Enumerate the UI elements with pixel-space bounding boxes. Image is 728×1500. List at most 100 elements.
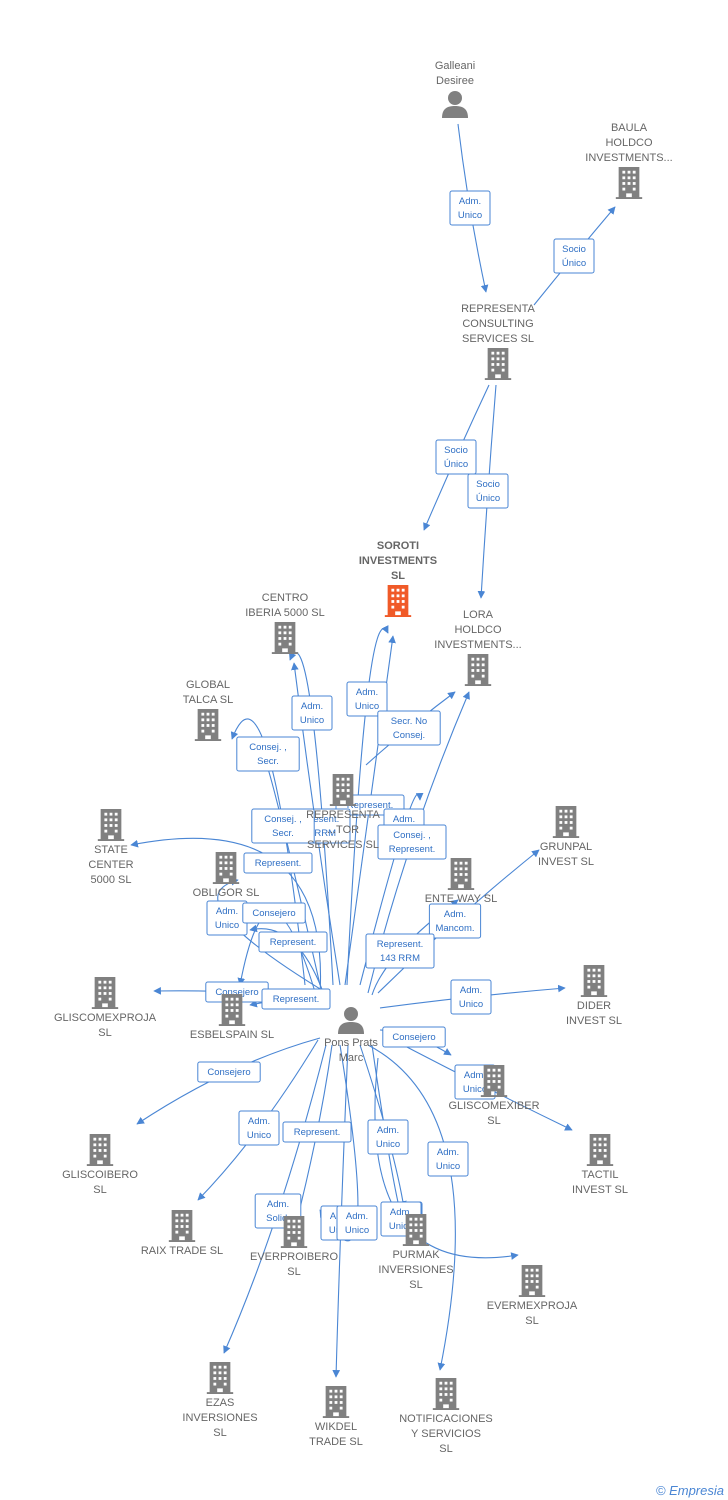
edge-label-text: Adm. bbox=[437, 1147, 459, 1158]
edge-label-adm-unico[interactable]: Adm.Unico bbox=[336, 1205, 378, 1241]
node-baula[interactable]: BAULAHOLDCOINVESTMENTS... bbox=[585, 122, 673, 199]
node-label: LORA bbox=[463, 609, 494, 621]
edge-label-text: Represent. bbox=[294, 1127, 340, 1138]
node-lora[interactable]: LORAHOLDCOINVESTMENTS... bbox=[434, 609, 522, 686]
node-enteway[interactable]: ENTE WAY SL bbox=[425, 858, 498, 905]
node-label: SL bbox=[213, 1427, 226, 1439]
edge-label-text: Secr. bbox=[272, 828, 294, 839]
node-label: INVERSIONES bbox=[378, 1264, 453, 1276]
edge-label-consej-represent[interactable]: Consej. ,Represent. bbox=[377, 824, 447, 860]
edge-label-box bbox=[282, 1121, 352, 1143]
edge-label-adm-unico[interactable]: Adm.Unico bbox=[427, 1141, 469, 1177]
edge-label-consej-secr[interactable]: Consej. ,Secr. bbox=[236, 736, 300, 772]
copyright-icon: © bbox=[655, 1483, 666, 1498]
edge-label-adm-unico[interactable]: Adm.Unico bbox=[450, 979, 492, 1015]
edge-label-text: Secr. bbox=[257, 756, 279, 767]
node-label: SL bbox=[525, 1315, 538, 1327]
node-obligor[interactable]: OBLIGOR SL bbox=[193, 852, 260, 899]
edge-label-box bbox=[336, 1205, 378, 1241]
edge-label-adm-unico[interactable]: Adm.Unico bbox=[238, 1110, 280, 1146]
edge-label-text: 143 RRM bbox=[296, 828, 336, 839]
building-icon bbox=[194, 709, 222, 741]
building-icon bbox=[271, 622, 299, 654]
edge-label-represent-143-rrm[interactable]: Represent.143 RRM bbox=[365, 933, 435, 969]
edge-label-represent[interactable]: Represent. bbox=[282, 1121, 352, 1143]
edge-label-box bbox=[258, 931, 328, 953]
node-label: TALCA SL bbox=[183, 694, 234, 706]
edge-label-text: Represent. bbox=[347, 800, 393, 811]
edge-label-box bbox=[367, 1119, 409, 1155]
edge-label-adm-unico[interactable]: Adm.Unico bbox=[449, 190, 491, 226]
building-icon bbox=[97, 809, 125, 841]
node-label: DIDER bbox=[577, 1000, 611, 1012]
node-label: PURMAK bbox=[392, 1249, 440, 1261]
edge-label-box bbox=[382, 1026, 446, 1048]
edge-label-box bbox=[467, 473, 509, 509]
edge-label-consejero[interactable]: Consejero bbox=[242, 902, 306, 924]
node-label: SL bbox=[439, 1443, 452, 1455]
edge-label-text: Mancom. bbox=[435, 923, 474, 934]
edge-label-consejero[interactable]: Consejero bbox=[382, 1026, 446, 1048]
edge-label-text: Unico bbox=[300, 715, 324, 726]
node-label: CENTRO bbox=[262, 592, 309, 604]
footer-brand[interactable]: © Empresia bbox=[656, 1483, 724, 1498]
nodes-layer: GalleaniDesireeBAULAHOLDCOINVESTMENTS...… bbox=[54, 60, 673, 1455]
edge-label-text: Secr. No bbox=[391, 716, 427, 727]
node-raix[interactable]: RAIX TRADE SL bbox=[141, 1210, 223, 1257]
edge-label-adm-unico[interactable]: Adm.Unico bbox=[346, 681, 388, 717]
edge-label-text: Adm. bbox=[267, 1199, 289, 1210]
node-label: RAIX TRADE SL bbox=[141, 1245, 223, 1257]
node-label: STATE bbox=[94, 844, 128, 856]
edge-label-box bbox=[291, 695, 333, 731]
node-label: INVESTMENTS... bbox=[434, 639, 521, 651]
node-label: REPRESENTA bbox=[306, 809, 380, 821]
edge-label-represent[interactable]: Represent. bbox=[258, 931, 328, 953]
brand-name: Empresia bbox=[669, 1483, 724, 1498]
node-label: EZAS bbox=[206, 1397, 235, 1409]
edge-label-adm-unico[interactable]: Adm.Unico bbox=[291, 695, 333, 731]
edge-label-consejero[interactable]: Consejero bbox=[197, 1061, 261, 1083]
building-icon bbox=[580, 965, 608, 997]
node-label: 5000 SL bbox=[91, 874, 132, 886]
edge-label-adm-unico[interactable]: Adm.Unico bbox=[206, 900, 248, 936]
building-icon bbox=[432, 1378, 460, 1410]
edge-label-adm-mancom[interactable]: Adm.Mancom. bbox=[428, 903, 482, 939]
edge-label-consej-secr[interactable]: Consej. ,Secr. bbox=[251, 808, 315, 844]
node-label: INVESTMENTS bbox=[359, 555, 437, 567]
edge-label-box bbox=[553, 238, 595, 274]
node-label: ESBELSPAIN SL bbox=[190, 1029, 274, 1041]
node-label: SL bbox=[287, 1266, 300, 1278]
edge-label-represent[interactable]: Represent. bbox=[243, 852, 313, 874]
edge-label-represent[interactable]: Represent. bbox=[261, 988, 331, 1010]
node-esbelspain[interactable]: ESBELSPAIN SL bbox=[190, 994, 274, 1041]
edge-label-box bbox=[435, 439, 477, 475]
node-label: INVEST SL bbox=[538, 856, 594, 868]
building-icon bbox=[280, 1216, 308, 1248]
edge-label-adm-unico[interactable]: Adm.Unico bbox=[367, 1119, 409, 1155]
